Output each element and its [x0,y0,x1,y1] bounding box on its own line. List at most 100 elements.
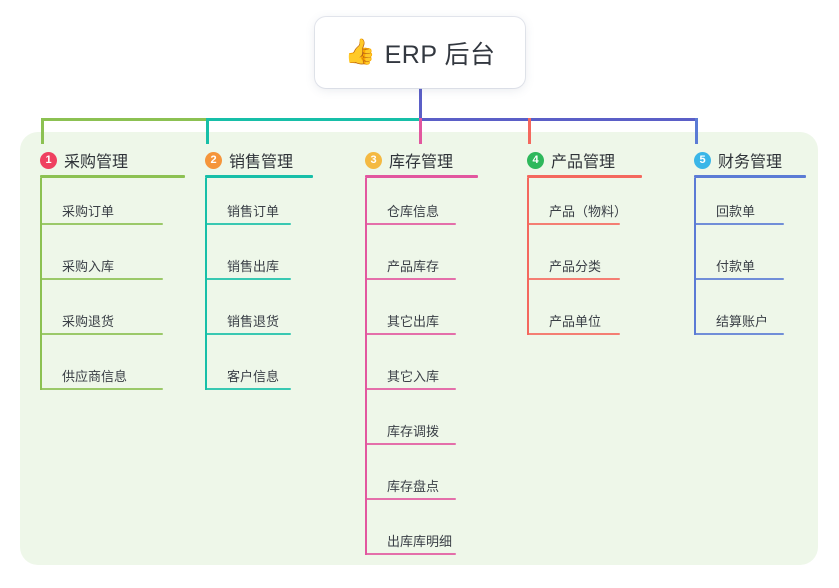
column-header-4[interactable]: 4 产品管理 [527,143,615,177]
leaf-item[interactable]: 出库库明细 [365,519,456,555]
column-underline-2 [205,175,313,178]
leaf-item[interactable]: 产品分类 [527,244,620,280]
column-badge-3: 3 [365,151,382,169]
leaf-item[interactable]: 其它入库 [365,354,456,390]
leaf-item[interactable]: 供应商信息 [40,354,163,390]
leaf-item-label: 产品库存 [387,259,440,274]
column-badge-4: 4 [527,151,544,169]
column-header-2[interactable]: 2 销售管理 [205,143,293,177]
root-node-title: ERP 后台 [384,40,496,69]
leaf-item-label: 产品分类 [549,259,602,274]
column-3: 3 库存管理仓库信息产品库存其它出库其它入库库存调拨库存盘点出库库明细 [365,143,478,555]
leaf-item-label: 库存调拨 [387,424,440,439]
leaf-item-label: 采购退货 [62,314,115,329]
column-4: 4 产品管理产品（物料） 产品分类产品单位 [527,143,642,335]
leaf-item-underline [40,223,163,225]
leaf-item-underline [694,223,784,225]
drop-line-1 [41,118,44,144]
leaf-item-underline [694,333,784,335]
column-title-3: 库存管理 [389,154,454,171]
leaf-item[interactable]: 付款单 [694,244,784,280]
bus-segment-3 [419,118,698,121]
column-underline-1 [40,175,185,178]
leaf-item[interactable]: 其它出库 [365,299,456,335]
leaf-item[interactable]: 产品库存 [365,244,456,280]
content-panel [20,132,818,565]
column-stem-5 [694,178,696,335]
leaf-item-underline [40,388,163,390]
column-badge-5: 5 [694,151,711,169]
leaf-item[interactable]: 产品（物料） [527,189,627,225]
leaf-item-underline [365,278,456,280]
leaf-item-underline [205,333,291,335]
leaf-item-label: 供应商信息 [62,369,128,384]
leaf-item-label: 仓库信息 [387,204,440,219]
leaf-item-label: 回款单 [716,204,756,219]
leaf-item-underline [40,278,163,280]
leaf-item-underline [694,278,784,280]
column-stem-1 [40,178,42,390]
leaf-item-underline [365,388,456,390]
leaf-item[interactable]: 回款单 [694,189,784,225]
leaf-item[interactable]: 采购入库 [40,244,163,280]
column-badge-1: 1 [40,151,57,169]
leaf-item-label: 其它入库 [387,369,440,384]
leaf-item-underline [205,388,291,390]
leaf-item-underline [365,333,456,335]
column-underline-3 [365,175,478,178]
column-stem-2 [205,178,207,390]
leaf-item[interactable]: 结算账户 [694,299,784,335]
leaf-item[interactable]: 销售订单 [205,189,291,225]
leaf-item-underline [365,553,456,555]
column-badge-2: 2 [205,151,222,169]
leaf-item-label: 付款单 [716,259,756,274]
leaf-item[interactable]: 采购退货 [40,299,163,335]
leaf-item-label: 出库库明细 [387,534,453,549]
leaf-item-label: 采购订单 [62,204,115,219]
column-2: 2 销售管理销售订单销售出库销售退货客户信息 [205,143,313,390]
leaf-item[interactable]: 客户信息 [205,354,291,390]
leaf-item-label: 销售订单 [227,204,280,219]
leaf-item-label: 其它出库 [387,314,440,329]
drop-line-2 [206,118,209,144]
column-header-3[interactable]: 3 库存管理 [365,143,453,177]
drop-line-3 [419,118,422,144]
leaf-item[interactable]: 销售退货 [205,299,291,335]
leaf-item[interactable]: 库存盘点 [365,464,456,500]
column-title-5: 财务管理 [718,154,783,171]
column-header-5[interactable]: 5 财务管理 [694,143,782,177]
leaf-item-underline [365,443,456,445]
leaf-item-label: 产品单位 [549,314,602,329]
leaf-item-label: 产品（物料） [549,204,628,219]
leaf-item-underline [205,223,291,225]
leaf-item-underline [365,223,456,225]
column-underline-4 [527,175,642,178]
column-title-4: 产品管理 [551,154,616,171]
root-drop-line [419,88,422,121]
leaf-item[interactable]: 库存调拨 [365,409,456,445]
column-title-2: 销售管理 [229,154,294,171]
column-stem-3 [365,178,367,555]
leaf-item-label: 销售退货 [227,314,280,329]
leaf-item[interactable]: 仓库信息 [365,189,456,225]
column-underline-5 [694,175,806,178]
leaf-item[interactable]: 产品单位 [527,299,620,335]
column-5: 5 财务管理回款单付款单结算账户 [694,143,806,335]
bus-segment-2 [206,118,419,121]
leaf-item[interactable]: 销售出库 [205,244,291,280]
leaf-item-underline [205,278,291,280]
column-stem-4 [527,178,529,335]
leaf-item-label: 客户信息 [227,369,280,384]
bus-segment-1 [41,118,206,121]
leaf-item-label: 库存盘点 [387,479,440,494]
root-node-card[interactable]: 👍 ERP 后台 [315,17,525,88]
drop-line-4 [528,118,531,144]
leaf-item-underline [527,278,620,280]
leaf-item[interactable]: 采购订单 [40,189,163,225]
leaf-item-underline [365,498,456,500]
leaf-item-underline [527,333,620,335]
leaf-item-label: 采购入库 [62,259,115,274]
